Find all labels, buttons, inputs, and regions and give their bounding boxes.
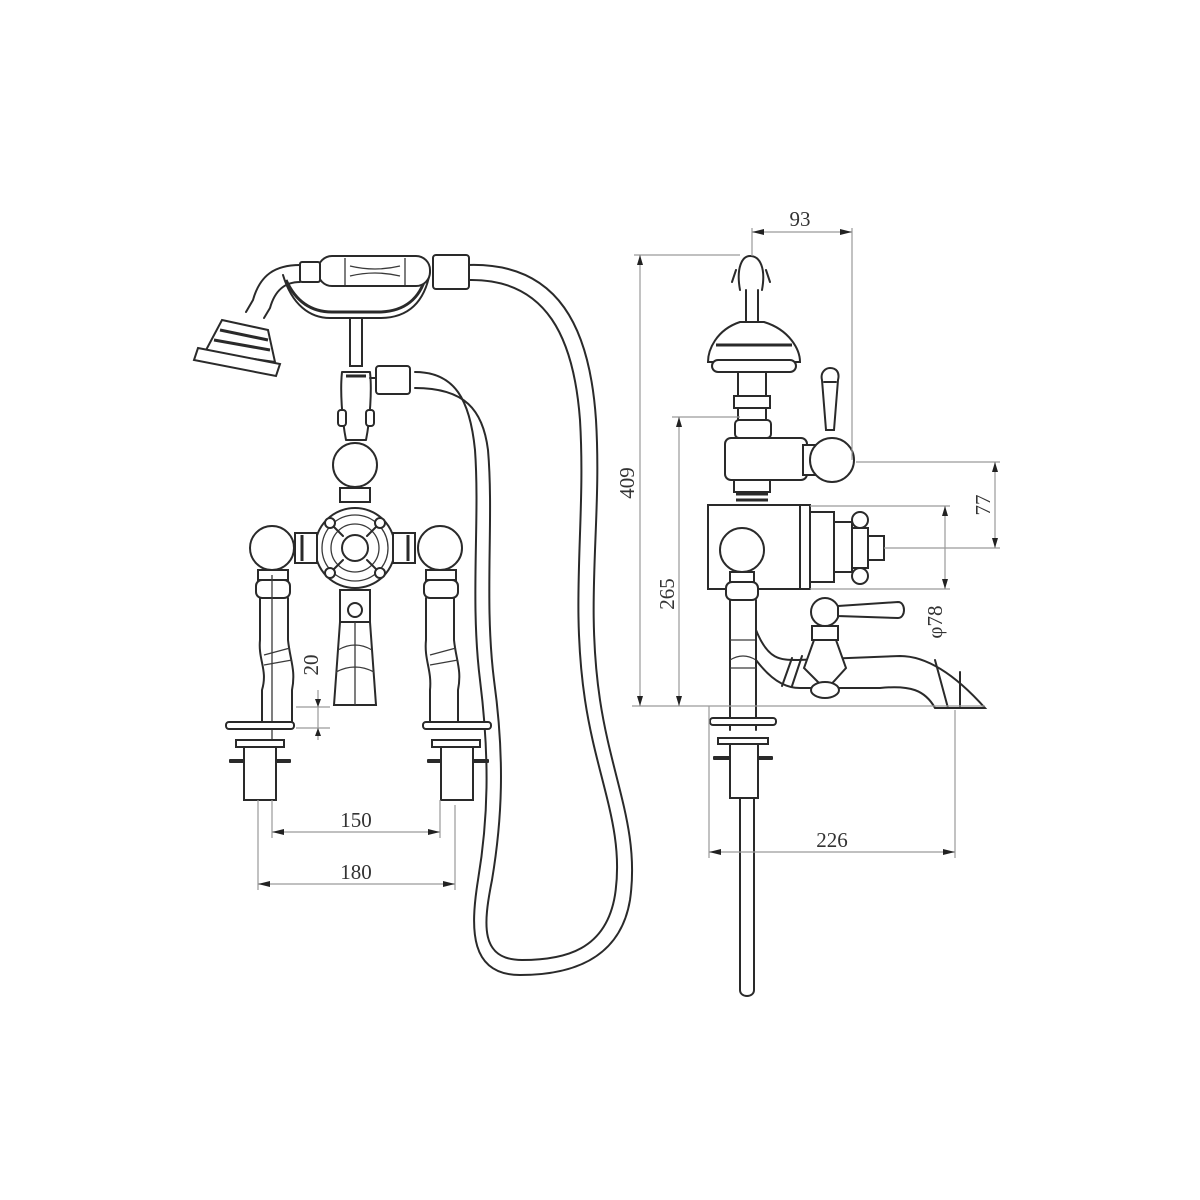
dim-overall-height: 409	[615, 467, 639, 499]
side-thermostat-block	[707, 504, 885, 601]
dim-valve-diameter: φ78	[923, 605, 947, 638]
handset-head	[192, 264, 301, 378]
dim-lever-to-valve: 77	[971, 495, 995, 516]
dim-centres-outer: 180	[340, 860, 372, 884]
cradle-stem	[337, 317, 411, 441]
dim-centres-inner: 150	[340, 808, 372, 832]
dim-body-height: 265	[655, 578, 679, 610]
handset-cradle	[282, 254, 470, 319]
side-upper-lever	[820, 366, 840, 431]
diverter-ball	[332, 442, 378, 488]
front-view: 20 150 180	[192, 254, 634, 976]
shower-hose	[414, 263, 634, 976]
side-dimensions: 93 409 265 77	[615, 207, 1000, 858]
side-bath-spout	[755, 597, 988, 709]
handset-hook	[731, 255, 771, 323]
right-inlet-leg	[417, 525, 492, 801]
side-shower-head	[706, 321, 802, 421]
dim-inlet-gap: 20	[299, 655, 323, 676]
side-body-column	[709, 599, 777, 997]
dim-handset-offset: 93	[790, 207, 811, 231]
front-dimensions: 20 150 180	[257, 655, 456, 890]
side-view: 93 409 265 77	[615, 207, 1000, 997]
thermostat-body	[294, 507, 416, 623]
side-diverter-body	[724, 419, 855, 502]
dim-projection: 226	[816, 828, 848, 852]
diverter-collar	[339, 487, 371, 503]
left-inlet-leg	[225, 525, 295, 801]
